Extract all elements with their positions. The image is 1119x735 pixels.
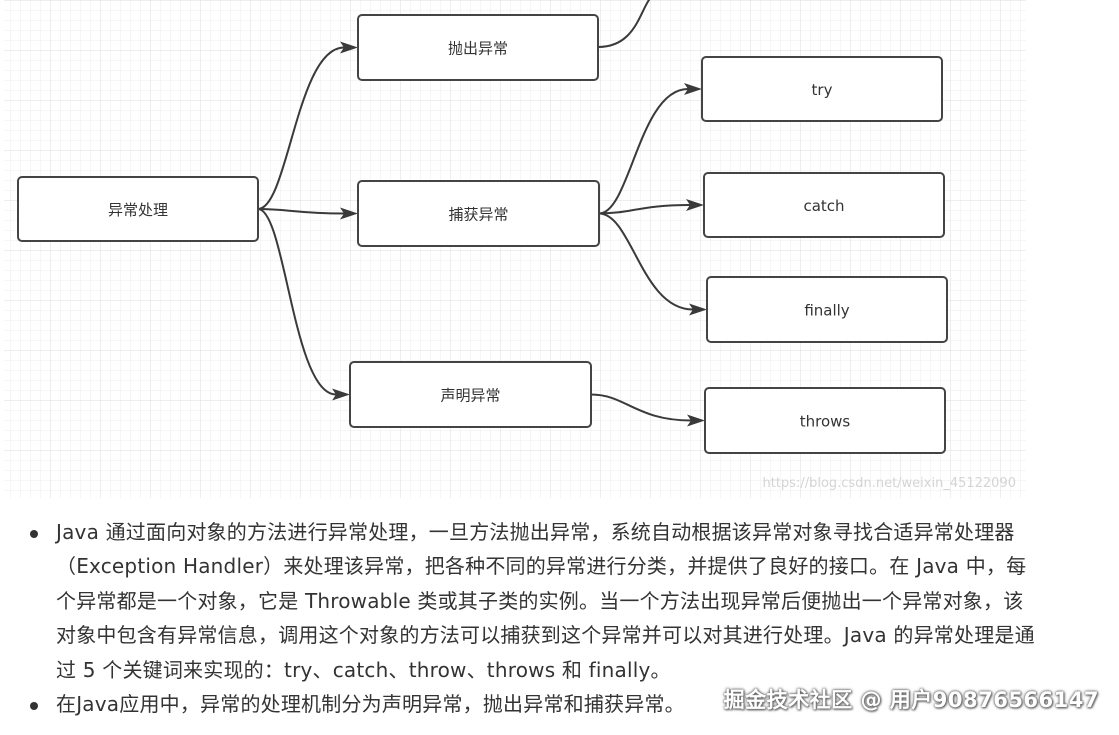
bullet-item: Java 通过面向对象的方法进行异常处理，一旦方法抛出异常，系统自动根据该异常对… [30,515,1041,687]
arrowhead-icon [340,41,358,54]
node-try: try [701,56,943,122]
edge-declare-throws [590,393,692,422]
node-declare: 声明异常 [349,361,592,428]
arrowhead-icon [686,199,704,211]
edge-catch_group-finally [598,212,694,311]
bullet-list: Java 通过面向对象的方法进行异常处理，一旦方法抛出异常，系统自动根据该异常对… [0,515,1119,721]
bullet-dot-icon [30,530,38,538]
bullet-text: Java 通过面向对象的方法进行异常处理，一旦方法抛出异常，系统自动根据该异常对… [56,520,1035,682]
edge-root-catch_group [257,208,345,215]
edge-catch_group-try [598,88,689,215]
article-content: Java 通过面向对象的方法进行异常处理，一旦方法抛出异常，系统自动根据该异常对… [0,515,1119,721]
node-box [706,276,948,343]
node-box [349,361,592,428]
node-box [701,56,943,122]
node-label: catch [803,197,844,215]
node-label: throws [800,413,851,431]
diagram-watermark-url: https://blog.csdn.net/weixin_45122090 [762,476,1016,491]
node-label: 声明异常 [440,387,500,405]
node-label: 捕获异常 [448,206,508,224]
node-box [703,172,945,238]
node-label: 抛出异常 [448,40,508,58]
diagram-edges [257,0,707,427]
node-throws: throws [704,387,946,454]
bullet-item: 在Java应用中，异常的处理机制分为声明异常，抛出异常和捕获异常。 [30,687,1041,721]
node-box [357,14,599,81]
arrowhead-icon [689,303,707,316]
arrowhead-icon [684,83,702,95]
node-box [704,387,946,454]
node-catch: catch [703,172,945,238]
node-root: 异常处理 [17,176,259,242]
edge-root-throw [257,46,345,210]
bullet-dot-icon [30,702,38,711]
node-catch-group: 捕获异常 [357,180,600,247]
node-label: try [812,81,833,99]
node-label: finally [804,302,849,320]
node-label: 异常处理 [108,201,168,219]
arrowhead-icon [332,388,350,401]
node-box [17,176,259,242]
node-finally: finally [706,276,948,343]
edge-catch_group-catch [598,204,691,215]
bullet-text: 在Java应用中，异常的处理机制分为声明异常，抛出异常和捕获异常。 [56,692,685,717]
node-throw: 抛出异常 [357,14,599,81]
arrowhead-icon [340,207,358,220]
edge-root-declare [257,208,337,396]
site-watermark: 掘金技术社区 @ 用户90876566147 [723,688,1099,712]
node-box [357,180,600,247]
edge-throw-offscreen [597,0,651,48]
arrowhead-icon [687,414,705,427]
